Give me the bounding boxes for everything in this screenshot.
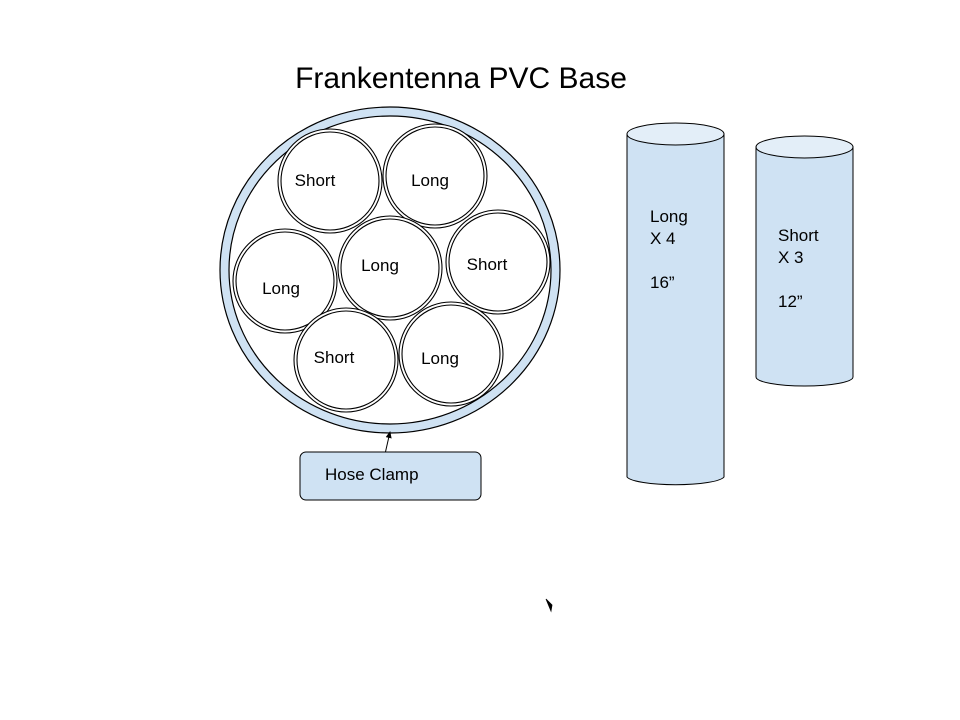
pipe-long-bottom-right: Long [398, 301, 504, 407]
pipe-label: Long [411, 171, 449, 190]
pipe-bundle: Short Long Long Long Short Short [232, 123, 551, 413]
hose-clamp-label: Hose Clamp [325, 465, 419, 484]
cylinder-long: Long X 4 16” [626, 122, 725, 486]
cylinder-long-label: Long X 4 16” [650, 207, 693, 292]
pipe-long-center: Long [337, 215, 443, 321]
diagram-title: Frankentenna PVC Base [295, 62, 627, 95]
cylinder-long-line: Long [650, 207, 688, 226]
pipe-short-right: Short [445, 209, 551, 315]
cylinder-short-line: Short [778, 226, 819, 245]
cylinder-long-line: 16” [650, 273, 675, 292]
hose-clamp-box: Hose Clamp [299, 451, 482, 501]
pipe-label: Short [467, 255, 508, 274]
mouse-cursor-icon [545, 598, 553, 613]
pipe-label: Short [295, 171, 336, 190]
cylinder-long-line: X 4 [650, 229, 676, 248]
hose-clamp-arrow [384, 431, 392, 455]
pipe-long-top-right: Long [382, 123, 488, 229]
pipe-label: Long [361, 256, 399, 275]
pipe-label: Long [262, 279, 300, 298]
pipe-short-top-left: Short [277, 128, 383, 234]
pipe-short-bottom-left: Short [293, 307, 399, 413]
pipe-label: Short [314, 348, 355, 367]
cylinder-short: Short X 3 12” [755, 135, 854, 387]
pipe-long-left: Long [232, 228, 338, 334]
cylinder-short-label: Short X 3 12” [778, 226, 823, 311]
pipe-label: Long [421, 349, 459, 368]
cylinder-short-line: X 3 [778, 248, 804, 267]
cylinder-short-line: 12” [778, 292, 803, 311]
